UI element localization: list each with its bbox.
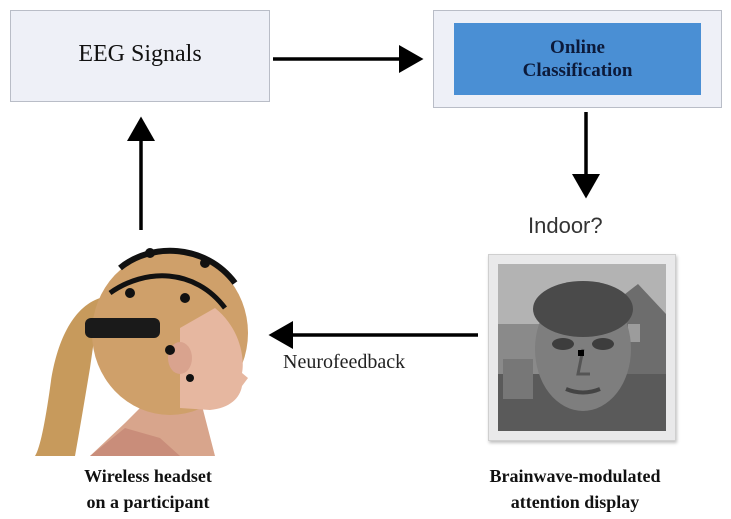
attention-display-frame [488,254,676,441]
headset-caption-line1: Wireless headset [84,466,212,486]
eeg-signals-box: EEG Signals [10,10,270,102]
display-caption-line1: Brainwave-modulated [489,466,661,486]
face-house-image-icon [498,264,666,431]
neurofeedback-label: Neurofeedback [283,351,406,373]
online-classification-box: Online Classification [433,10,722,108]
indoor-question-label: Indoor? [528,213,603,238]
online-classification-label: Online Classification [522,37,633,81]
headset-caption-line2: on a participant [86,492,210,512]
display-caption: Brainwave-modulated attention display [445,463,705,515]
eeg-signals-label: EEG Signals [78,41,202,67]
participant-headset-icon [35,247,248,456]
online-classification-inner: Online Classification [454,23,701,95]
headset-caption: Wireless headset on a participant [38,463,258,515]
display-caption-line2: attention display [510,492,640,512]
